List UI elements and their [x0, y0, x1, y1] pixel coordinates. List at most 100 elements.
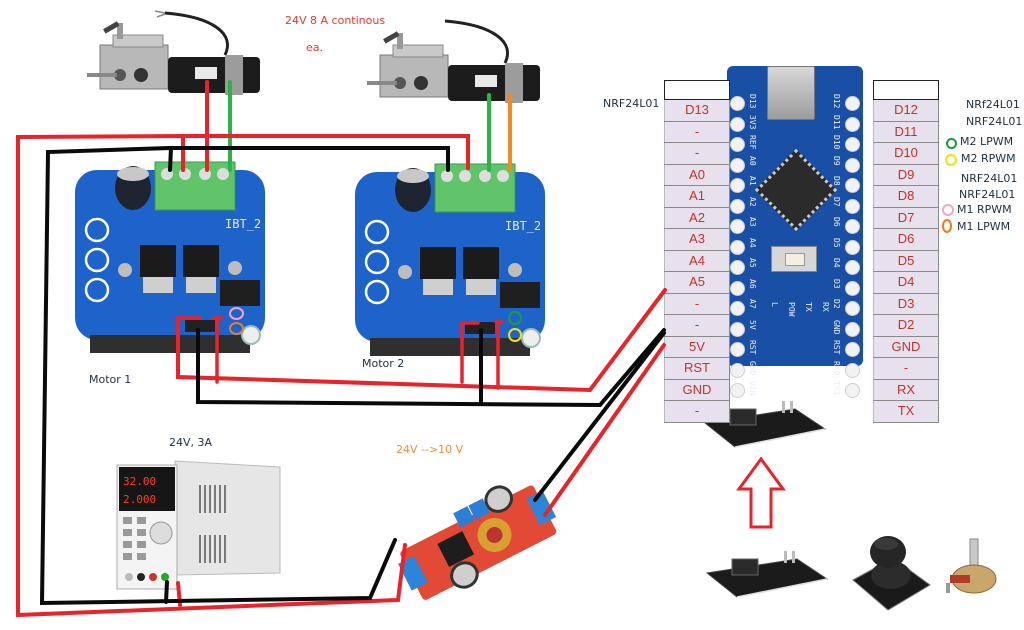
motor-rating-each-note: ea. — [306, 41, 324, 54]
power-supply-label: 24V, 3A — [169, 436, 213, 449]
left-pin-cell: - — [664, 400, 730, 423]
right-pin-cell: D6 — [873, 228, 939, 251]
left-pin-cell: - — [664, 120, 730, 143]
silkscreen-label: 5V — [748, 319, 757, 330]
right-pin-cell: D10 — [873, 142, 939, 165]
left-pin-cell: A1 — [664, 185, 730, 208]
up-arrow-icon — [736, 456, 786, 529]
right-pin-cell: D7 — [873, 206, 939, 229]
silkscreen-label: D13 — [748, 94, 757, 109]
left-pin-cell: A0 — [664, 163, 730, 186]
led-label: L — [770, 302, 779, 307]
silkscreen-label: D6 — [832, 217, 841, 227]
header-pin-pad — [845, 280, 860, 296]
header-pin-pad — [730, 198, 745, 214]
header-pin-pad — [845, 178, 860, 193]
header-pin-pad — [730, 96, 745, 111]
header-pin-pad — [730, 321, 745, 337]
motor-rating-note: 24V 8 A continous — [285, 14, 386, 27]
nano-left-pin-table: D13 - - A0 A1 A2 A3 A4 A5 - - 5V RST GND… — [664, 80, 730, 423]
silkscreen-label: 3V3 — [748, 114, 757, 129]
potentiometer — [946, 538, 997, 594]
right-pin-cell: D8 — [873, 185, 939, 208]
silkscreen-label: RST — [748, 340, 757, 355]
header-pin-pad — [845, 239, 860, 255]
motor-1-rpwm-marker — [229, 307, 244, 320]
header-pin-pad — [845, 96, 860, 111]
annotation-d11: NRF24L01 — [966, 115, 1023, 128]
annotation-d8: NRF24L01 — [961, 172, 1018, 185]
nrf24l01-adapter-transmitter — [705, 551, 829, 598]
silkscreen-label: REF — [748, 135, 757, 150]
orange-marker-icon — [942, 219, 952, 233]
silkscreen-label: D12 — [832, 94, 841, 109]
led-label: TX — [804, 302, 813, 312]
buck-converter-label: 24V -->10 V — [396, 443, 464, 456]
green-marker-icon — [946, 138, 957, 149]
header-pin-pad — [730, 116, 745, 132]
header-pin-pad — [730, 260, 745, 275]
power-supply-voltage-display: 32.00 — [123, 475, 156, 488]
right-pin-cell: D4 — [873, 271, 939, 294]
right-pin-cell: D11 — [873, 120, 939, 143]
header-pin-pad — [730, 219, 745, 234]
silkscreen-label: D11 — [832, 114, 841, 129]
atmega-chip — [754, 148, 838, 232]
motor-2-lpwm-marker — [508, 311, 522, 325]
right-pin-cell: GND — [873, 335, 939, 358]
header-pin-pad — [730, 137, 745, 152]
nano-right-pin-table: D12 D11 D10 D9 D8 D7 D6 D5 D4 D3 D2 GND … — [873, 80, 939, 423]
nrf24l01-note-left: NRF24L01 — [603, 97, 660, 110]
left-pin-cell: RST — [664, 357, 730, 380]
header-pin-pad — [730, 239, 745, 255]
silkscreen-label: RX0 — [832, 360, 841, 375]
header-pin-pad — [845, 116, 860, 132]
pink-marker-icon — [942, 204, 954, 216]
left-pin-cell: GND — [664, 378, 730, 401]
right-pin-cell: D5 — [873, 249, 939, 272]
header-pin-pad — [730, 178, 745, 193]
header-pin-pad — [845, 342, 860, 357]
silkscreen-label: D2 — [832, 299, 841, 309]
motor-1-image — [87, 10, 260, 95]
left-pin-cell: - — [664, 314, 730, 337]
silkscreen-label: TX1 — [832, 381, 841, 396]
nrf24l01-adapter-receiver — [703, 401, 827, 448]
motor-2-driver-board: IBT_2 — [355, 163, 545, 356]
header-pin-pad — [845, 157, 860, 173]
header-pin-pad — [845, 301, 860, 316]
header-pin-pad — [845, 198, 860, 214]
silkscreen-label: A3 — [748, 217, 757, 227]
header-pin-pad — [845, 137, 860, 152]
annotation-d7: NRF24L01 — [959, 188, 1016, 201]
left-pin-cell: - — [664, 292, 730, 315]
header-pin-pad — [730, 301, 745, 316]
header-pin-pad — [730, 383, 745, 398]
silkscreen-label: A1 — [748, 176, 757, 186]
header-pin-pad — [730, 342, 745, 357]
mini-usb-port — [767, 66, 815, 120]
header-pin-pad — [845, 219, 860, 234]
led-label: RX — [821, 302, 830, 312]
led-label: POW — [787, 302, 796, 317]
svg-text:IBT_2: IBT_2 — [225, 217, 261, 231]
right-pin-cell: RX — [873, 378, 939, 401]
silkscreen-label: A7 — [748, 299, 757, 309]
silkscreen-label: A2 — [748, 196, 757, 207]
motor-2-image — [367, 19, 540, 103]
right-pin-cell: TX — [873, 400, 939, 423]
motor-1-label: Motor 1 — [89, 373, 132, 386]
buck-converter-image — [398, 485, 557, 600]
reset-button — [771, 246, 817, 272]
right-pin-cell: D12 — [873, 99, 939, 122]
left-pin-cell: A5 — [664, 271, 730, 294]
header-pin-pad — [730, 157, 745, 173]
motor-1-lpwm-marker — [229, 322, 244, 335]
silkscreen-label: A4 — [748, 237, 757, 248]
silkscreen-label: A5 — [748, 258, 757, 268]
header-pin-pad — [730, 280, 745, 296]
silkscreen-label: A6 — [748, 278, 757, 289]
left-pin-cell: 5V — [664, 335, 730, 358]
right-pin-cell: D2 — [873, 314, 939, 337]
annotation-d5: M1 LPWM — [957, 220, 1011, 233]
